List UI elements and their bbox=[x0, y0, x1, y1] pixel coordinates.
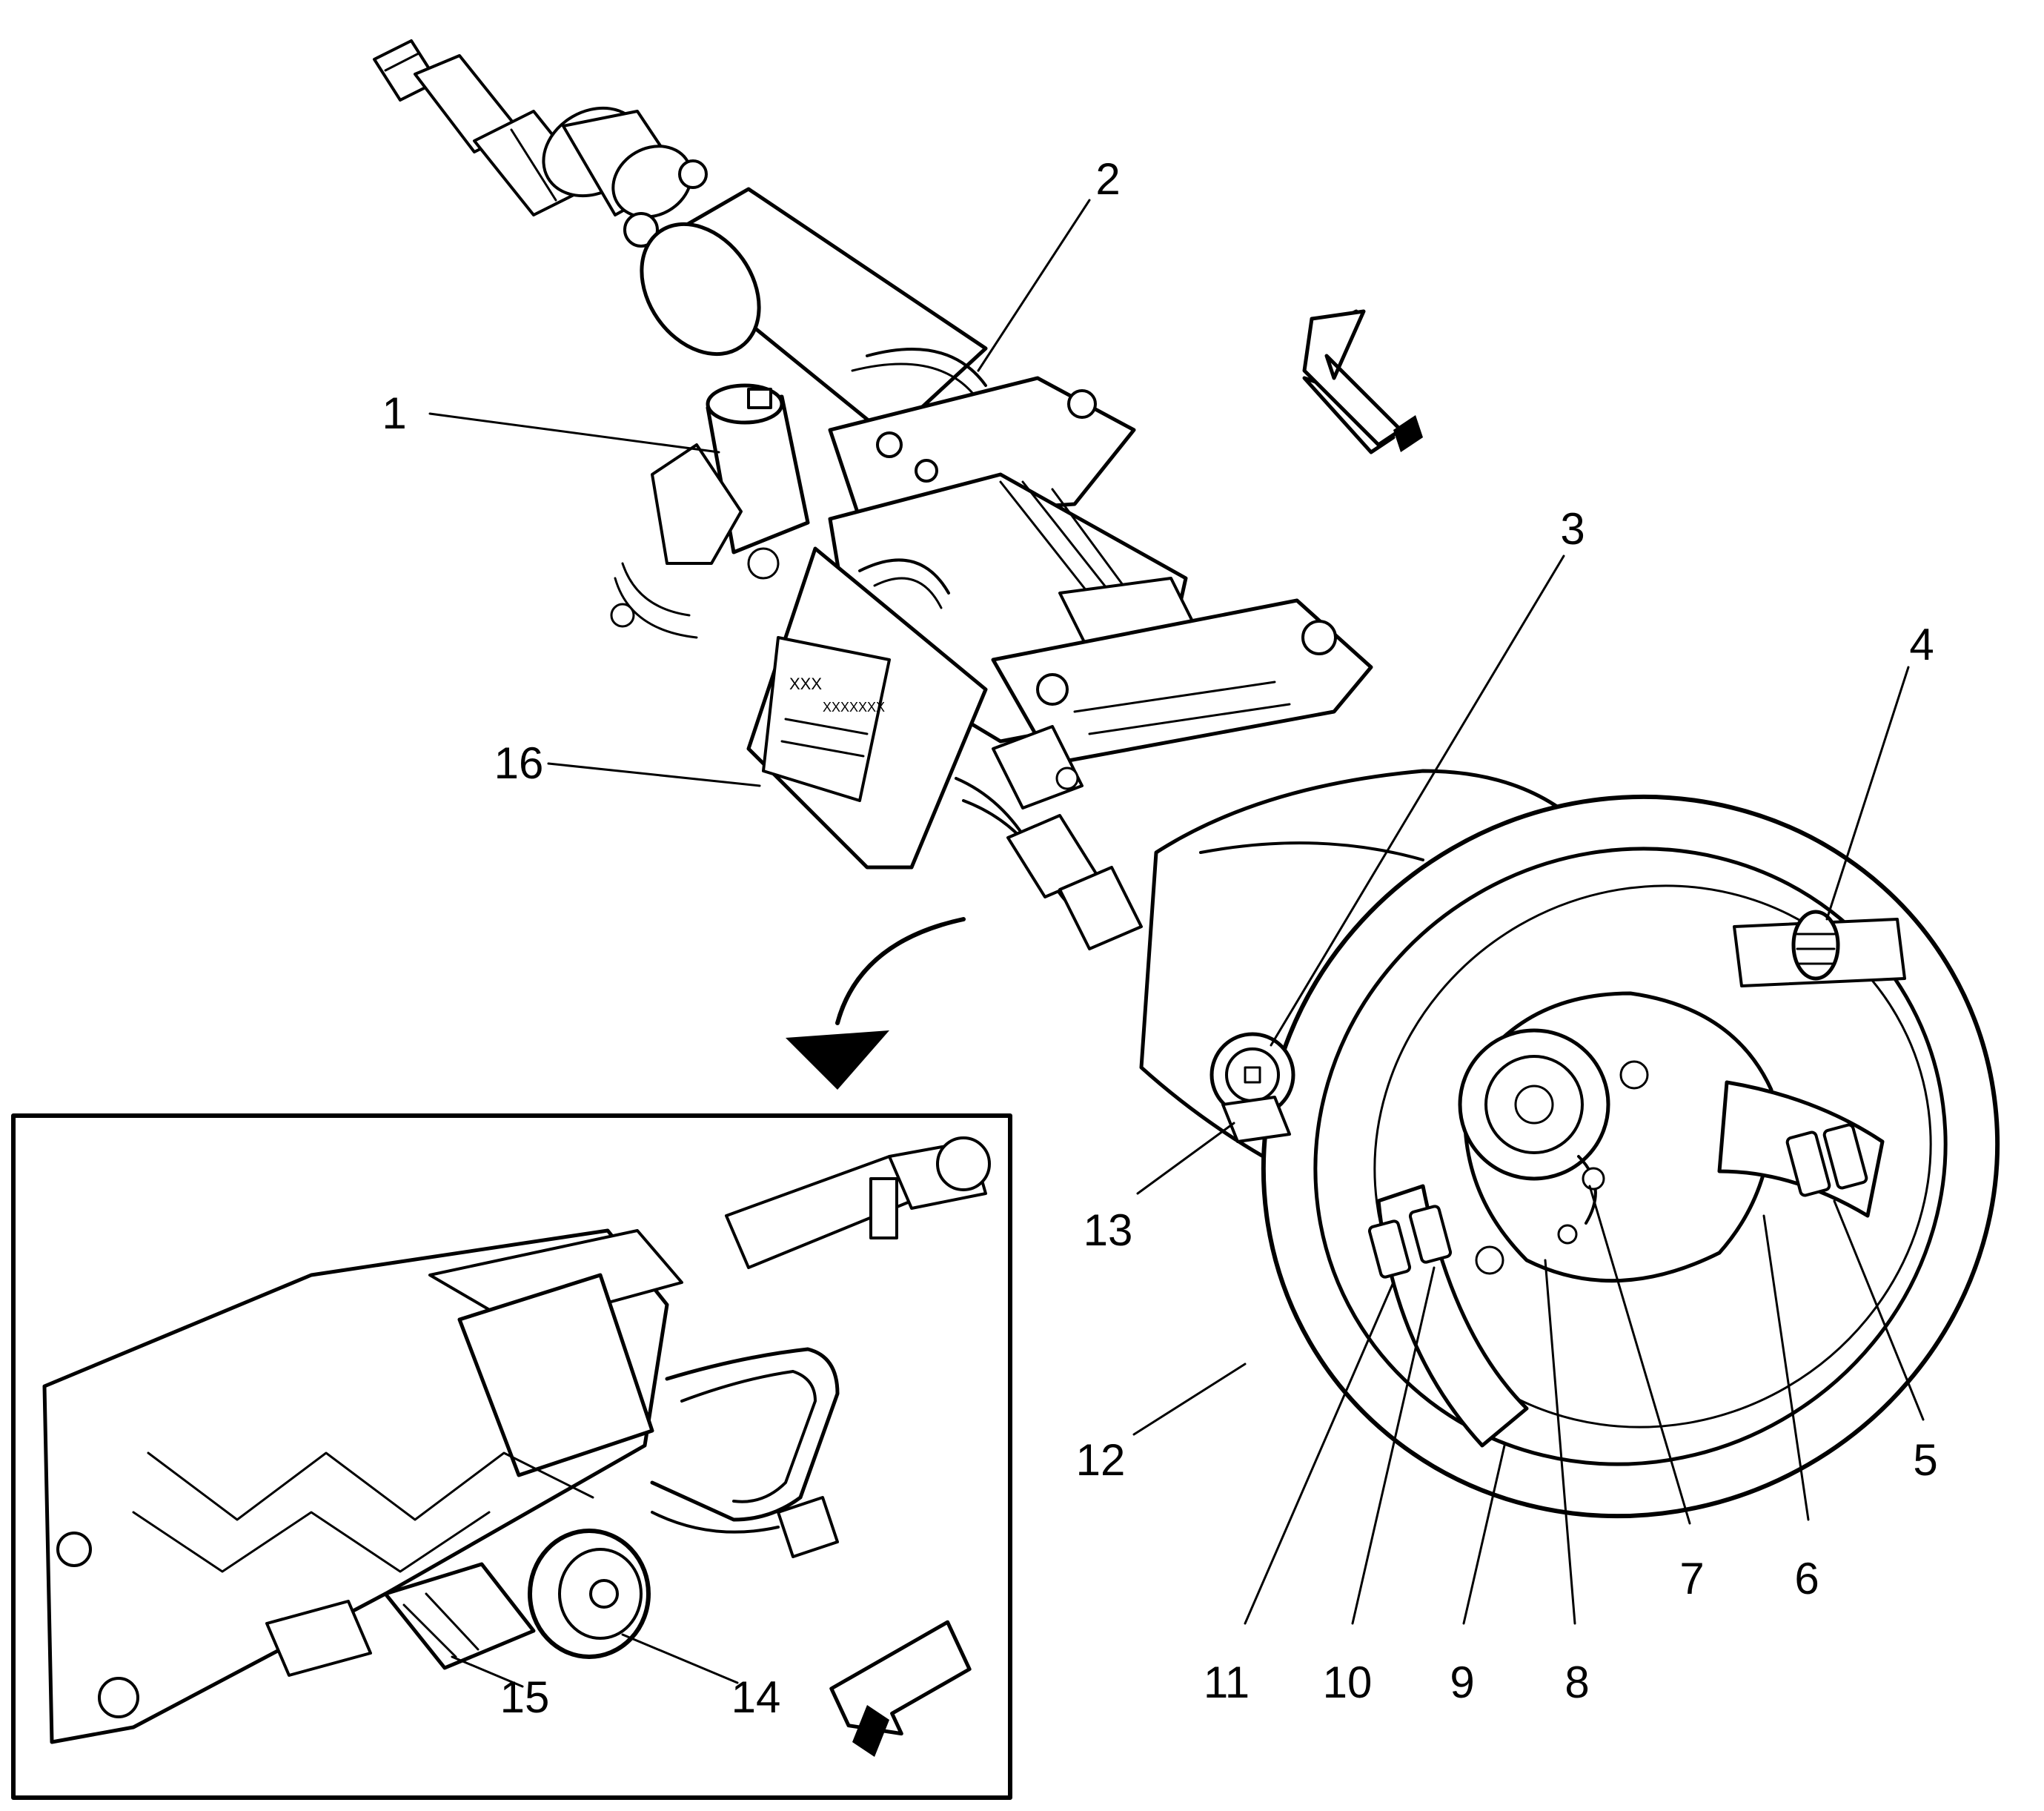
ignition-lock bbox=[1210, 1032, 1295, 1143]
jacket-tube bbox=[640, 187, 988, 440]
direction-arrow-inset bbox=[829, 1620, 972, 1757]
turn-signal-stalk bbox=[1733, 910, 1906, 987]
inset-motor bbox=[528, 1529, 651, 1659]
leader-16 bbox=[547, 762, 761, 787]
callout-9: 9 bbox=[1450, 1658, 1474, 1707]
callout-16: 16 bbox=[494, 738, 544, 788]
left-switch-cluster bbox=[1367, 1205, 1453, 1279]
callout-12: 12 bbox=[1076, 1435, 1126, 1485]
leader-9 bbox=[1462, 1444, 1506, 1625]
leader-3 bbox=[1270, 554, 1565, 1047]
leader-2 bbox=[977, 199, 1091, 372]
leader-5 bbox=[1833, 1199, 1925, 1421]
leader-6 bbox=[1762, 1214, 1810, 1521]
intermediate-shaft bbox=[373, 39, 708, 248]
module-label-line1: XXX bbox=[789, 675, 822, 693]
callout-10: 10 bbox=[1323, 1658, 1373, 1707]
callout-8: 8 bbox=[1564, 1658, 1589, 1707]
motor bbox=[610, 383, 810, 639]
leader-14 bbox=[621, 1633, 739, 1684]
inset-view bbox=[11, 1113, 1012, 1800]
leader-7 bbox=[1588, 1185, 1691, 1525]
callout-14: 14 bbox=[731, 1672, 781, 1722]
leader-12 bbox=[1132, 1363, 1247, 1436]
callout-1: 1 bbox=[382, 388, 406, 438]
callout-7: 7 bbox=[1679, 1554, 1704, 1603]
callout-5: 5 bbox=[1913, 1435, 1937, 1485]
leader-lines bbox=[428, 199, 1925, 1688]
leader-11 bbox=[1244, 1281, 1395, 1625]
steering-wheel bbox=[1210, 794, 2000, 1519]
callout-6: 6 bbox=[1794, 1554, 1819, 1603]
callout-13: 13 bbox=[1084, 1205, 1133, 1255]
callout-3: 3 bbox=[1560, 504, 1585, 554]
callout-15: 15 bbox=[500, 1672, 550, 1722]
leader-15 bbox=[451, 1655, 524, 1688]
module-label-line2: XXXXXXX bbox=[823, 700, 885, 715]
callout-4: 4 bbox=[1909, 620, 1934, 669]
callout-labels: 1 2 3 4 5 6 7 8 9 10 11 12 13 14 15 16 bbox=[382, 154, 1937, 1722]
wiring-harness bbox=[955, 725, 1143, 950]
rotation-arrow bbox=[786, 917, 966, 1090]
direction-arrow-upper bbox=[1302, 309, 1423, 454]
leader-4 bbox=[1825, 666, 1910, 921]
callout-11: 11 bbox=[1204, 1658, 1250, 1707]
control-module: XXX XXXXXXX bbox=[746, 546, 988, 870]
right-switch-cluster bbox=[1785, 1123, 1868, 1197]
leader-1 bbox=[428, 412, 720, 454]
leader-10 bbox=[1351, 1266, 1436, 1625]
inset-actuator bbox=[265, 1562, 536, 1677]
leader-8 bbox=[1544, 1259, 1576, 1625]
callout-2: 2 bbox=[1095, 154, 1120, 204]
leader-13 bbox=[1136, 1122, 1235, 1195]
